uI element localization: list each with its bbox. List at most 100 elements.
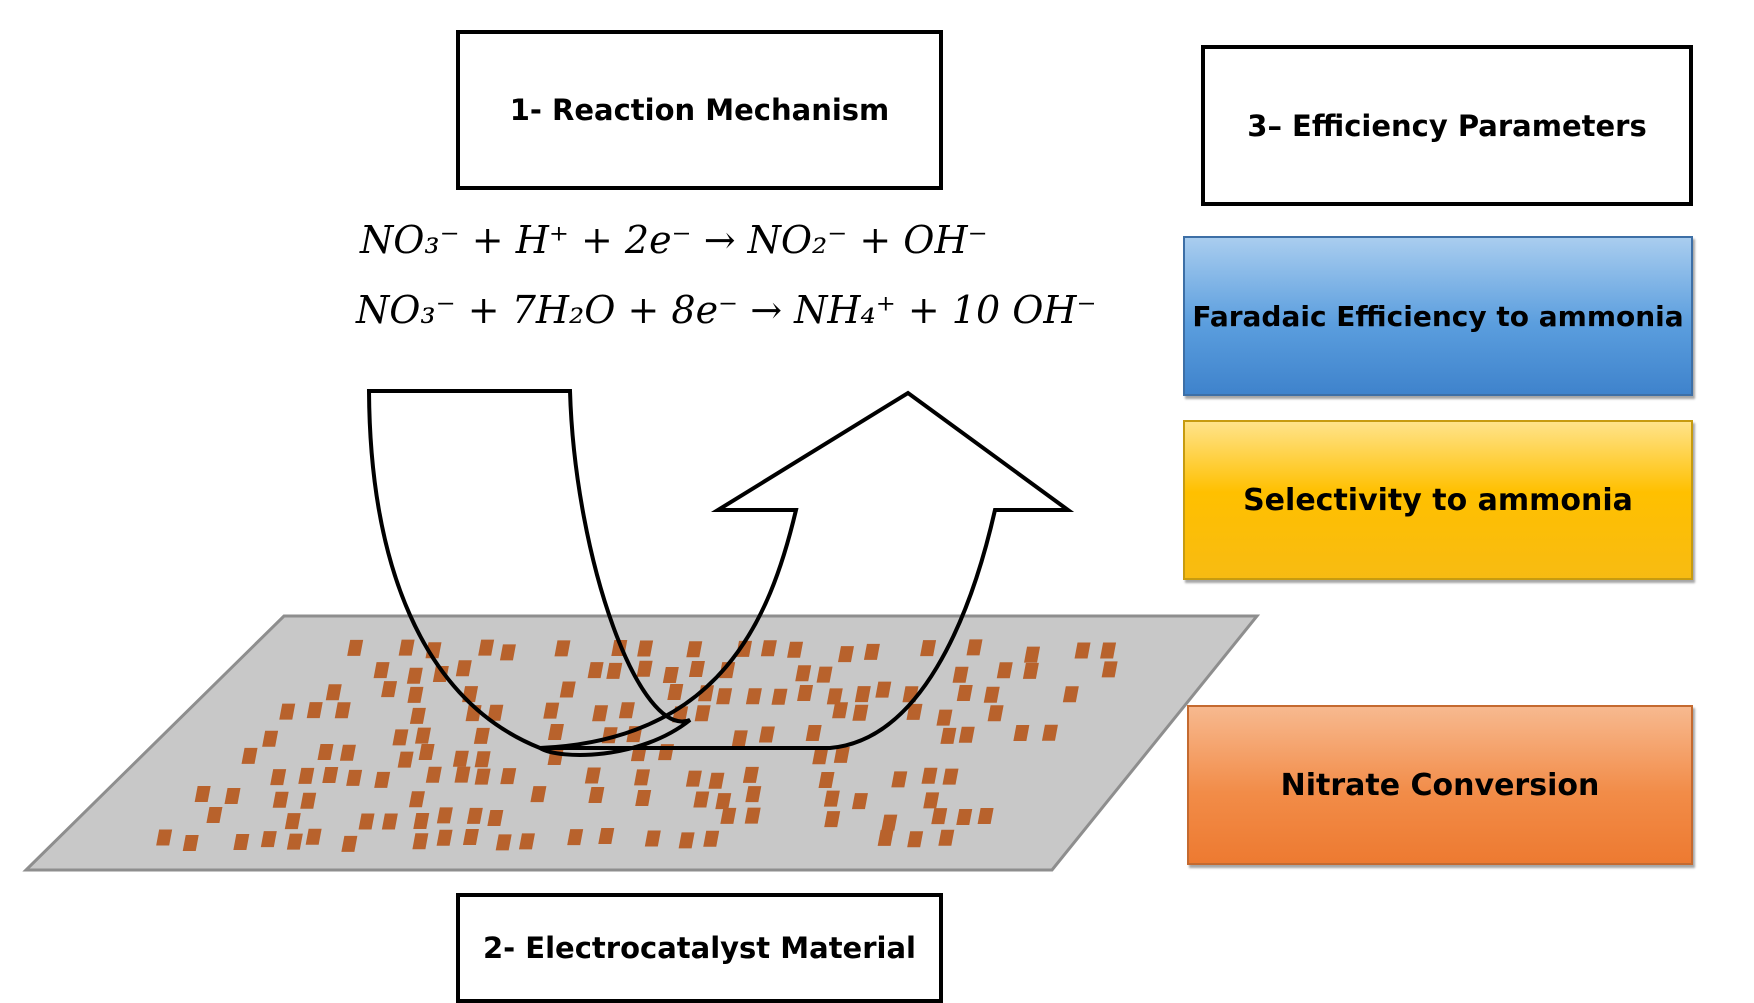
catalyst-particle <box>742 766 759 783</box>
catalyst-particle <box>966 639 983 656</box>
catalyst-particle <box>956 685 973 702</box>
catalyst-particle <box>452 750 469 767</box>
catalyst-particle <box>499 644 516 661</box>
catalyst-particle <box>455 660 472 677</box>
reaction-mechanism-box: 1- Reaction Mechanism <box>456 30 943 190</box>
catalyst-particle <box>833 746 850 763</box>
catalyst-particle <box>996 662 1013 679</box>
catalyst-particle <box>392 729 409 746</box>
catalyst-particle <box>667 684 684 701</box>
catalyst-particle <box>826 688 843 705</box>
catalyst-particle <box>415 727 432 744</box>
catalyst-particle <box>592 705 609 722</box>
catalyst-particle <box>720 807 737 824</box>
catalyst-particle <box>906 703 923 720</box>
catalyst-particle <box>334 702 351 719</box>
catalyst-particle <box>685 770 702 787</box>
catalyst-particles <box>156 639 1118 852</box>
catalyst-particle <box>795 665 812 682</box>
catalyst-particle <box>644 830 661 847</box>
faradaic-efficiency-box: Faradaic Efficiency to ammonia <box>1183 236 1693 396</box>
catalyst-particle <box>398 639 415 656</box>
catalyst-particle <box>339 744 356 761</box>
catalyst-particle <box>708 772 725 789</box>
catalyst-particle <box>462 828 479 845</box>
catalyst-particle <box>931 808 948 825</box>
catalyst-particle <box>233 834 250 851</box>
catalyst-particle <box>987 705 1004 722</box>
catalyst-particle <box>920 640 937 657</box>
catalyst-particle <box>241 747 258 764</box>
catalyst-particle <box>952 666 969 683</box>
catalyst-particle <box>598 828 615 845</box>
catalyst-particle <box>719 662 736 679</box>
catalyst-particle <box>284 813 301 830</box>
catalyst-particle <box>182 834 199 851</box>
catalyst-particle <box>837 646 854 663</box>
catalyst-particle <box>921 767 938 784</box>
catalyst-particle <box>341 835 358 852</box>
catalyst-particle <box>300 792 317 809</box>
catalyst-particle <box>715 793 732 810</box>
electrocatalyst-material-box: 2- Electrocatalyst Material <box>456 893 943 1003</box>
catalyst-particle <box>397 751 414 768</box>
electrocatalyst-material-label: 2- Electrocatalyst Material <box>483 931 916 965</box>
catalyst-particle <box>317 744 334 761</box>
catalyst-particle <box>923 792 940 809</box>
catalyst-particle <box>618 702 635 719</box>
catalyst-particle <box>636 660 653 677</box>
catalyst-particle <box>279 703 296 720</box>
catalyst-particle <box>1013 724 1030 741</box>
catalyst-particle <box>744 807 761 824</box>
catalyst-particle <box>262 730 279 747</box>
catalyst-particle <box>824 811 841 828</box>
curved-arrow-outlet <box>539 390 1075 750</box>
catalyst-particle <box>942 768 959 785</box>
catalyst-particle <box>956 808 973 825</box>
reaction-mechanism-label: 1- Reaction Mechanism <box>509 93 890 127</box>
catalyst-particle <box>745 688 762 705</box>
catalyst-particle <box>823 790 840 807</box>
catalyst-particle <box>716 688 733 705</box>
catalyst-particle <box>863 643 880 660</box>
catalyst-particle <box>940 727 957 744</box>
catalyst-particle <box>635 789 652 806</box>
catalyst-particle <box>224 787 241 804</box>
catalyst-particle <box>637 640 654 657</box>
catalyst-particle <box>745 786 762 803</box>
catalyst-particle <box>346 769 363 786</box>
catalyst-particle <box>298 767 315 784</box>
equation-ammonium: NO₃⁻ + 7H₂O + 8e⁻ → NH₄⁺ + 10 OH⁻ <box>356 288 1097 332</box>
catalyst-particle <box>567 829 584 846</box>
catalyst-particle <box>1041 724 1058 741</box>
catalyst-particle <box>413 812 430 829</box>
electrode-plate <box>22 614 1261 872</box>
catalyst-particle <box>1100 642 1117 659</box>
catalyst-particle <box>381 813 398 830</box>
equation-nitrite: NO₃⁻ + H⁺ + 2e⁻ → NO₂⁻ + OH⁻ <box>360 218 988 262</box>
catalyst-particle <box>478 639 495 656</box>
catalyst-particle <box>662 666 679 683</box>
catalyst-particle <box>473 727 490 744</box>
catalyst-particle <box>487 810 504 827</box>
catalyst-particle <box>407 686 424 703</box>
catalyst-particle <box>736 640 753 657</box>
catalyst-particle <box>584 767 601 784</box>
catalyst-particle <box>881 814 898 831</box>
catalyst-particle <box>818 771 835 788</box>
catalyst-particle <box>606 662 623 679</box>
catalyst-particle <box>358 813 375 830</box>
catalyst-particle <box>495 834 512 851</box>
catalyst-particle <box>474 751 491 768</box>
catalyst-particle <box>958 726 975 743</box>
catalyst-particle <box>406 667 423 684</box>
catalyst-particle <box>678 832 695 849</box>
catalyst-particle <box>272 791 289 808</box>
catalyst-particle <box>686 641 703 658</box>
catalyst-particle <box>694 705 711 722</box>
efficiency-parameters-box: 3– Efficiency Parameters <box>1201 45 1693 206</box>
catalyst-particle <box>693 791 710 808</box>
catalyst-particle <box>381 681 398 698</box>
selectivity-label: Selectivity to ammonia <box>1243 482 1633 518</box>
